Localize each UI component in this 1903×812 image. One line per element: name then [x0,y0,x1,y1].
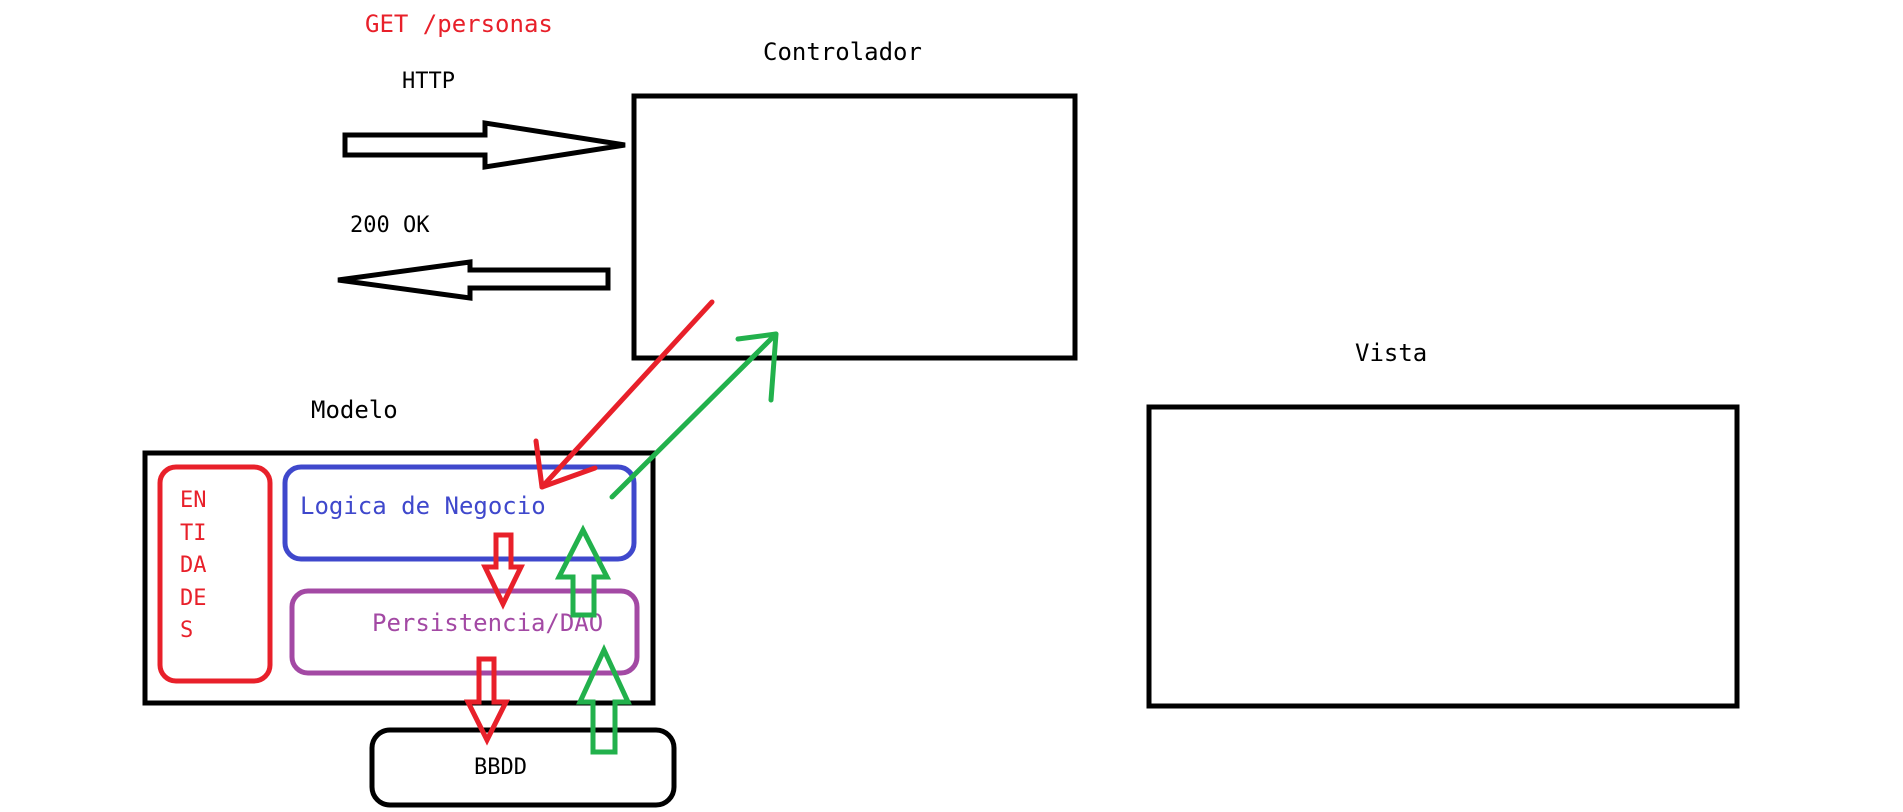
business-logic-box [282,464,637,562]
response-arrow [337,259,611,301]
request-arrow [342,120,626,170]
http-label: HTTP [402,69,455,94]
persistence-to-logic-arrow [554,524,612,618]
persistence-label: Persistencia/DAO [372,609,603,637]
entities-line: S [180,618,193,643]
persistence-to-database-arrow [463,656,511,746]
entities-box [157,464,273,684]
request-label: GET /personas [365,10,553,38]
entities-label: EN TI DA DE S [180,488,207,643]
controller-title: Controlador [763,38,922,66]
database-to-persistence-arrow [576,644,632,755]
view-title: Vista [1355,339,1427,367]
database-box [369,727,677,808]
database-label: BBDD [474,755,527,780]
entities-line: DA [180,553,207,578]
logic-to-persistence-arrow [481,532,525,610]
entities-line: EN [180,488,207,513]
controller-box [631,93,1078,361]
entities-line: DE [180,586,207,611]
logic-to-controller-arrow [609,331,779,500]
model-box [142,450,656,706]
persistence-box [289,588,640,676]
model-title: Modelo [311,396,398,424]
business-logic-label: Logica de Negocio [300,492,546,520]
response-label: 200 OK [350,213,430,238]
controller-to-logic-arrow [533,299,715,490]
view-box [1146,404,1740,709]
entities-line: TI [180,521,207,546]
